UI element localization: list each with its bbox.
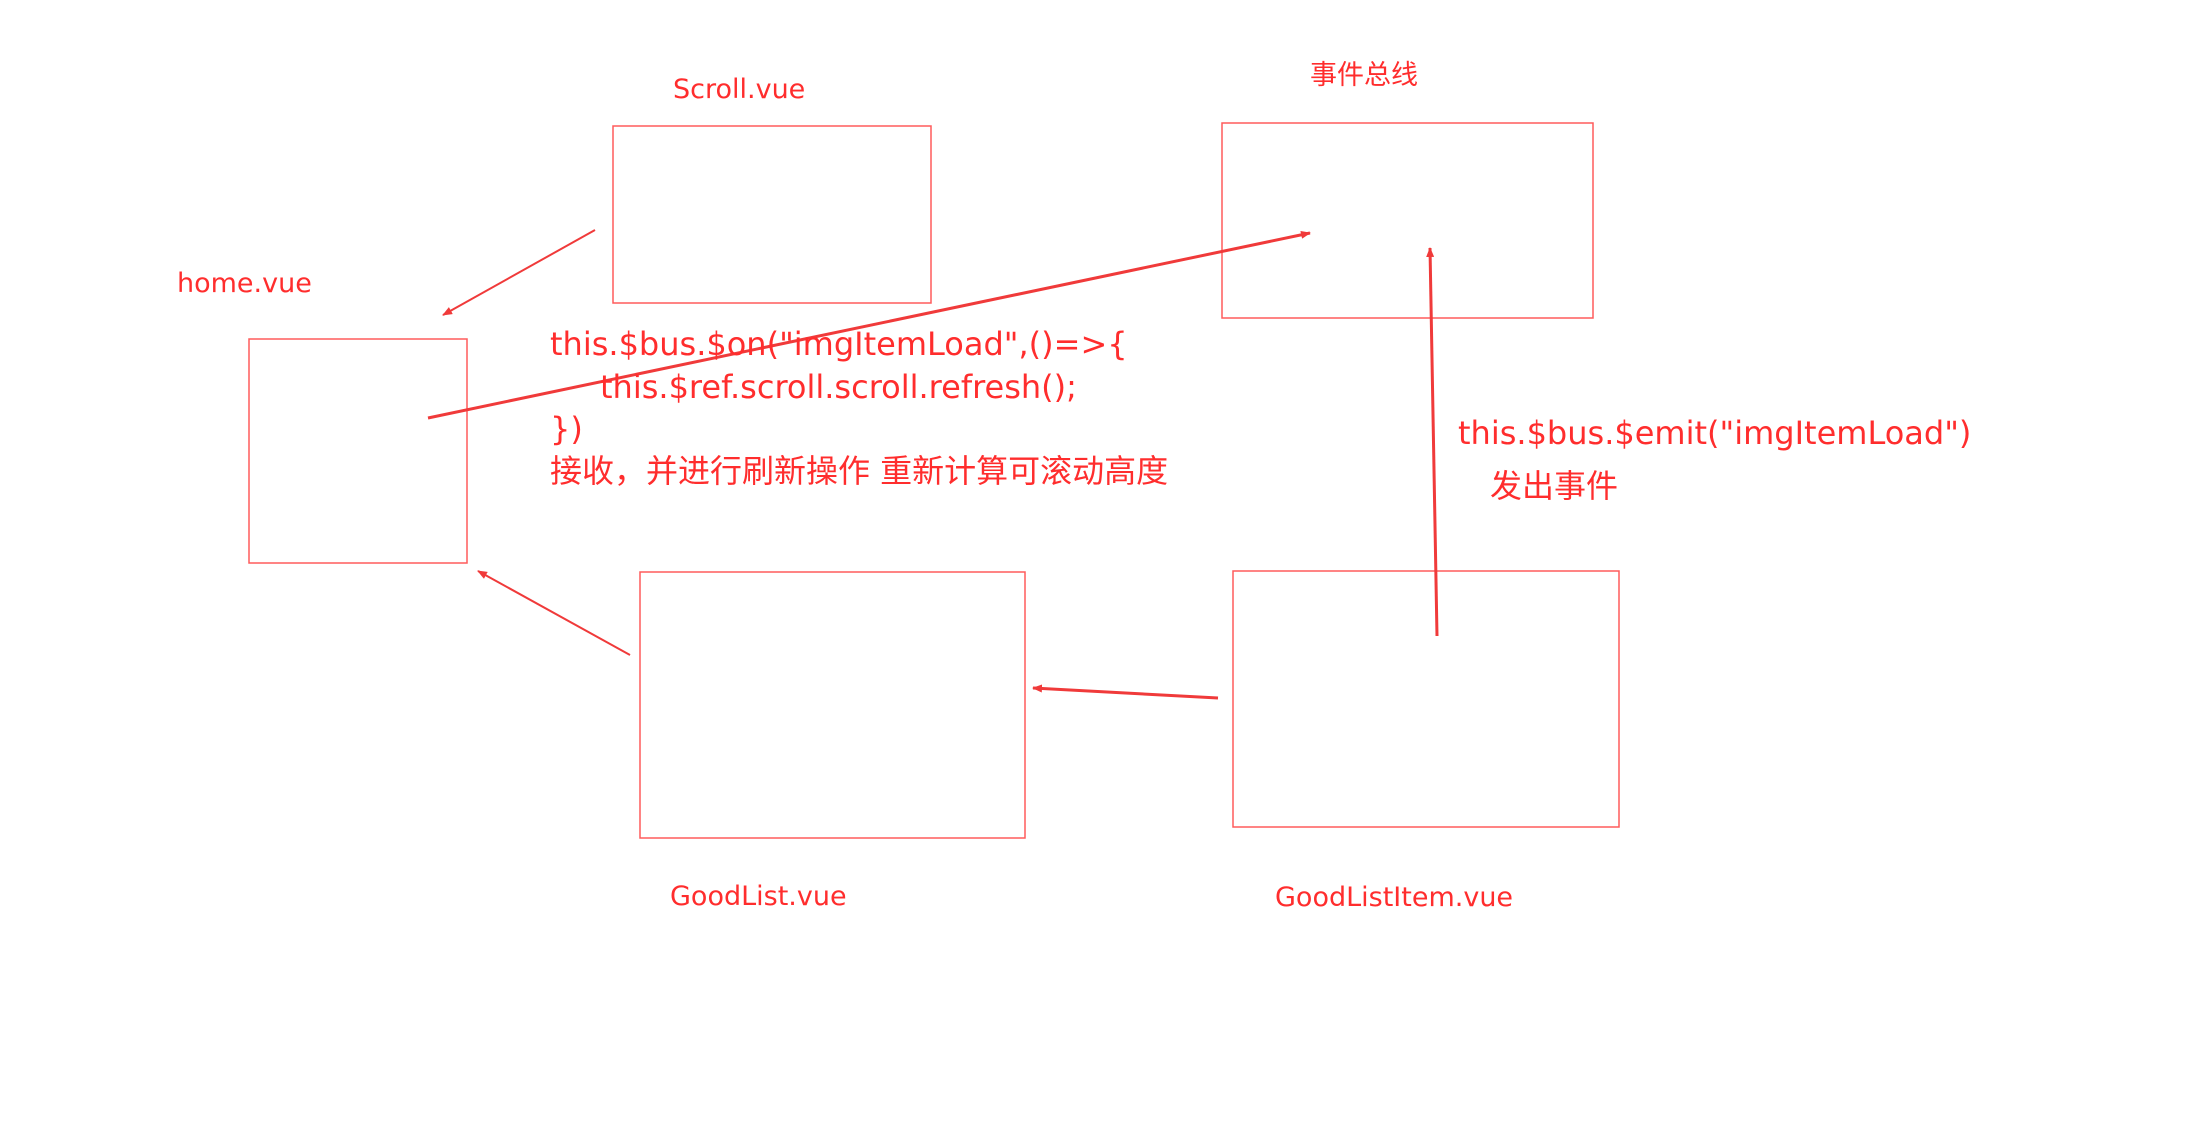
home-vue-box	[248, 338, 468, 564]
goodlist-vue-label: GoodList.vue	[670, 881, 847, 912]
goodlistitem-vue-label: GoodListItem.vue	[1275, 882, 1513, 913]
receive-code-line-1: this.$bus.$on("imgItemLoad",()=>{	[550, 325, 1128, 363]
goodlistitem-to-goodlist-arrow	[1032, 684, 1219, 700]
receive-code-line-3: })	[550, 410, 583, 448]
goodlist-vue-box	[639, 571, 1026, 839]
goodlist-to-home-arrow	[477, 570, 631, 656]
event-bus-label: 事件总线	[1310, 60, 1418, 91]
scroll-vue-box	[612, 125, 932, 304]
goodlistitem-vue-box	[1232, 570, 1620, 828]
receive-description: 接收，并进行刷新操作 重新计算可滚动高度	[550, 452, 1168, 490]
receive-code-line-2: this.$ref.scroll.scroll.refresh();	[600, 368, 1077, 406]
home-to-event-bus-arrow	[427, 230, 1311, 420]
emit-description: 发出事件	[1490, 467, 1618, 505]
scroll-to-home-arrow	[442, 229, 596, 316]
event-bus-box	[1221, 122, 1594, 319]
scroll-vue-label: Scroll.vue	[673, 74, 805, 105]
home-vue-label: home.vue	[177, 268, 312, 299]
emit-code-line: this.$bus.$emit("imgItemLoad")	[1458, 414, 1971, 452]
goodlistitem-to-event-bus-arrow	[1426, 247, 1439, 637]
